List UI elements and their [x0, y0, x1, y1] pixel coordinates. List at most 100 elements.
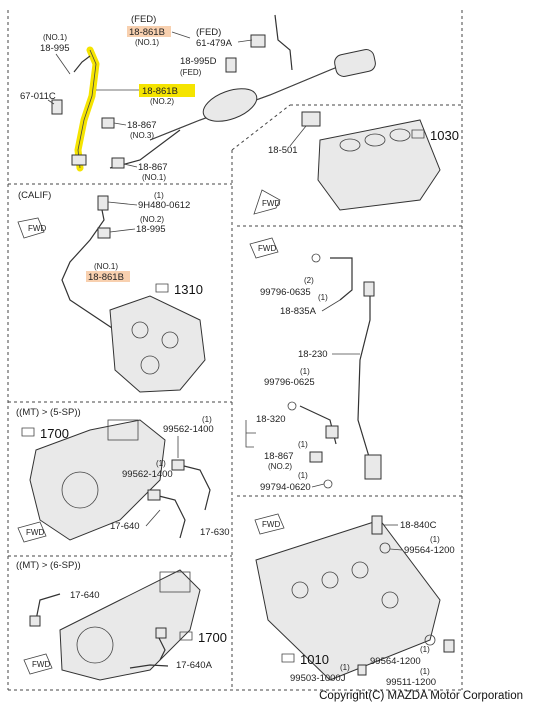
highlight-box-calif [86, 271, 130, 282]
label-18867-a: 18-867 [127, 120, 157, 131]
label-18501: 18-501 [268, 145, 298, 156]
harness-17630 [179, 464, 211, 511]
label-no1-b: (NO.1) [142, 173, 166, 182]
label-18840c: 18-840C [400, 520, 437, 531]
label-18320: 18-320 [256, 414, 286, 425]
clip-no1 [111, 157, 125, 169]
label-17640-b: 17-640 [70, 590, 100, 601]
label-one-g: (1) [430, 535, 440, 544]
label-18861b-top: 18-861B [129, 27, 165, 38]
label-18230: 18-230 [298, 349, 328, 360]
label-fed-d: (FED) [180, 68, 202, 77]
label-one-i: (1) [340, 663, 350, 672]
label-1700-b: 1700 [198, 630, 227, 645]
label-99794-0620: 99794-0620 [260, 482, 311, 493]
label-mt6: ((MT) > (6-SP)) [16, 560, 81, 571]
exhaust-manifold [109, 295, 206, 393]
exhaust-assembly [109, 49, 376, 169]
label-one-f: (1) [298, 471, 308, 480]
label-calif: (CALIF) [18, 190, 51, 201]
label-17640-a: 17-640 [110, 521, 140, 532]
label-no1-top: (NO.1) [135, 38, 159, 47]
highlight-box-top [127, 26, 171, 37]
label-1700-a: 1700 [40, 426, 69, 441]
label-99564-1200-b: 99564-1200 [370, 656, 421, 667]
label-99796-0625: 99796-0625 [264, 377, 315, 388]
fwd-text-6: FWD [32, 660, 50, 669]
ref-icon-1030[interactable]: 1030 [411, 128, 459, 143]
catalytic-converter [202, 88, 258, 122]
fwd-text-3: FWD [258, 244, 276, 253]
clip-no3 [101, 117, 115, 129]
fwd-arrow-3: FWD [249, 237, 279, 259]
bracket-18995d [225, 57, 237, 73]
clip-61479a [250, 34, 266, 48]
fwd-arrow-2: FWD [17, 217, 46, 239]
label-two: (2) [304, 276, 314, 285]
cylinder-head [255, 519, 441, 681]
label-17640a: 17-640A [176, 660, 213, 671]
ref-icon-1310[interactable]: 1310 [155, 282, 203, 297]
bracket-67011c [51, 99, 63, 115]
label-no2-main: (NO.2) [150, 97, 174, 106]
label-no3: (NO.3) [130, 131, 154, 140]
label-one-j: (1) [420, 667, 430, 676]
label-18861b-c: 18-861B [88, 272, 124, 283]
label-no1-c: (NO.1) [94, 262, 118, 271]
label-99503-1000j: 99503-1000J [290, 673, 346, 684]
engine-block [301, 111, 441, 211]
label-1310: 1310 [174, 282, 203, 297]
label-18867-c: 18-867 [264, 451, 294, 462]
label-18995-b: 18-995 [136, 224, 166, 235]
label-99562-1400-b: 99562-1400 [122, 469, 173, 480]
muffler [334, 49, 376, 77]
ref-icon-1700-b[interactable]: 1700 [179, 630, 227, 645]
ref-icon-1010[interactable]: 1010 [281, 652, 329, 667]
label-one-c: (1) [202, 415, 212, 424]
label-18867-b: 18-867 [138, 162, 168, 173]
label-no2-b: (NO.2) [140, 215, 164, 224]
label-99511-1200: 99511-1200 [386, 677, 436, 688]
ref-icon-1700-a[interactable]: 1700 [21, 426, 69, 441]
highlight-box-main [139, 84, 195, 97]
label-9h480: 9H480-0612 [138, 200, 190, 211]
label-18861b-main: 18-861B [142, 86, 178, 97]
bracket-18835a [330, 257, 353, 301]
label-1010: 1010 [300, 652, 329, 667]
copyright-text: Copyright(C) MAZDA Motor Corporation [319, 690, 523, 702]
fwd-text-2: FWD [28, 224, 46, 233]
label-fed-right: (FED) [196, 27, 221, 38]
label-99562-1400-a: 99562-1400 [163, 424, 214, 435]
label-17630: 17-630 [200, 527, 230, 538]
sensor-18840c [371, 515, 383, 535]
label-one-h: (1) [420, 645, 430, 654]
harness-18230 [357, 290, 371, 461]
label-18995-a: 18-995 [40, 43, 70, 54]
label-67011c: 67-011C [20, 91, 56, 102]
label-one-c2: (1) [300, 367, 310, 376]
label-one-e: (1) [298, 440, 308, 449]
transmission-5sp [29, 419, 166, 541]
harness-17640 [154, 494, 186, 539]
fwd-arrow-1: FWD [253, 189, 281, 215]
label-no2-c: (NO.2) [268, 462, 292, 471]
label-1030: 1030 [430, 128, 459, 143]
label-mt5: ((MT) > (5-SP)) [16, 407, 81, 418]
label-99564-1200-a: 99564-1200 [404, 545, 455, 556]
fwd-arrow-4: FWD [17, 521, 47, 543]
highlighted-harness [74, 46, 100, 172]
transmission-6sp [59, 569, 201, 681]
label-18835a: 18-835A [280, 306, 317, 317]
fwd-arrow-6: FWD [23, 653, 53, 675]
fwd-arrow-5: FWD [254, 513, 285, 535]
label-18995d: 18-995D [180, 56, 217, 67]
fwd-text-1: FWD [262, 199, 280, 208]
section-dividers [7, 10, 463, 691]
fwd-text-5: FWD [262, 520, 280, 529]
o2-sensor-top [71, 154, 87, 166]
label-one-d: (1) [156, 459, 166, 468]
fwd-text-4: FWD [26, 528, 44, 537]
calif-harness [61, 199, 116, 331]
label-fed-top: (FED) [131, 14, 156, 25]
